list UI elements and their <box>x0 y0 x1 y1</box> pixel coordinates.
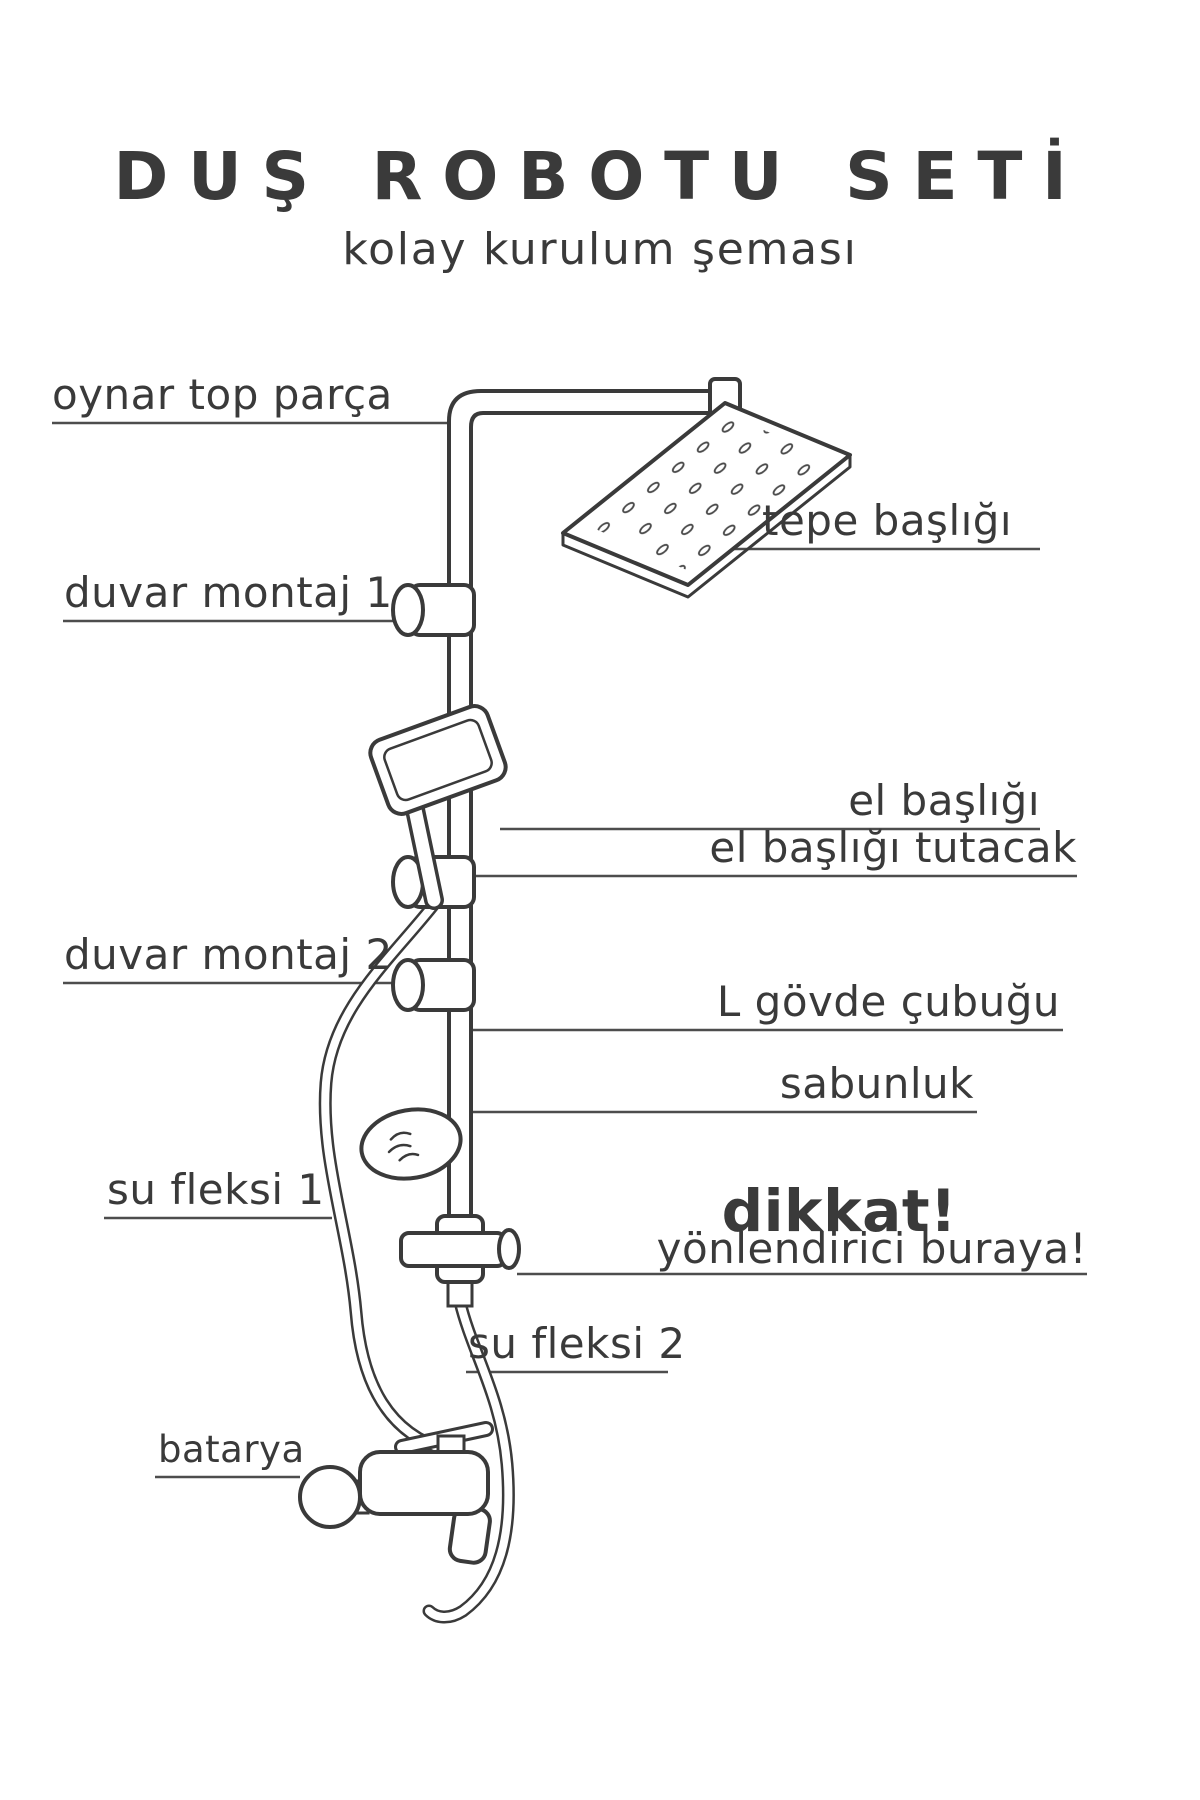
label-sabunluk: sabunluk <box>779 1059 974 1108</box>
soap-dish <box>359 1107 463 1181</box>
water-flex-hose-2 <box>422 1295 515 1624</box>
wall-mount-1 <box>391 583 476 637</box>
mixer-faucet <box>298 1421 494 1565</box>
label-batarya: batarya <box>158 1428 305 1471</box>
label-dikkat: dikkat! <box>721 1177 957 1245</box>
leader-lines <box>52 421 1087 1479</box>
water-flex-hose-1 <box>318 896 453 1457</box>
page-subtitle: kolay kurulum şeması <box>342 224 858 275</box>
label-duvar-montaj-2: duvar montaj 2 <box>64 930 393 979</box>
label-oynar-top-parca: oynar top parça <box>52 370 393 419</box>
label-l-govde-cubugu: L gövde çubuğu <box>716 977 1060 1026</box>
wall-mount-2 <box>391 958 476 1012</box>
label-su-fleksi-1: su fleksi 1 <box>107 1165 325 1214</box>
faucet-body <box>358 1450 490 1516</box>
overhead-shower-head <box>561 401 852 599</box>
label-el-basligi-tutacak: el başlığı tutacak <box>709 823 1077 872</box>
page-title: DUŞ ROBOTU SETİ <box>113 138 1087 215</box>
diverter-knob <box>497 1228 521 1270</box>
label-su-fleksi-2: su fleksi 2 <box>468 1319 686 1368</box>
hand-shower <box>368 704 508 910</box>
label-tepe-basligi: tepe başlığı <box>762 496 1013 545</box>
label-duvar-montaj-1: duvar montaj 1 <box>64 568 393 617</box>
diverter-junction <box>399 1214 521 1308</box>
label-el-basligi: el başlığı <box>848 776 1040 825</box>
faucet-knob <box>298 1465 362 1529</box>
label-yonlendirici-buraya: yönlendirici buraya! <box>656 1224 1087 1273</box>
